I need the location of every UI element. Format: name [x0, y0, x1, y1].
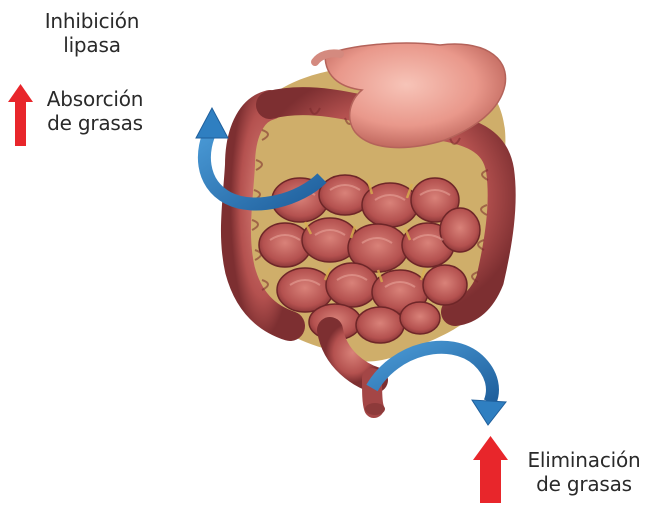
elimination-increase-icon	[473, 436, 508, 503]
lipase-inhibition-line1: Inhibición	[22, 9, 162, 33]
fat-elimination-line1: Eliminación	[522, 448, 646, 472]
elimination-arrow	[372, 347, 506, 425]
fat-absorption-line2: de grasas	[30, 111, 160, 135]
fat-elimination-label: Eliminación de grasas	[522, 448, 646, 496]
fat-absorption-line1: Absorción	[30, 87, 160, 111]
fat-elimination-line2: de grasas	[522, 472, 646, 496]
lipase-inhibition-label: Inhibición lipasa	[22, 9, 162, 57]
fat-absorption-label: Absorción de grasas	[30, 87, 160, 135]
lipase-inhibition-line2: lipasa	[22, 33, 162, 57]
